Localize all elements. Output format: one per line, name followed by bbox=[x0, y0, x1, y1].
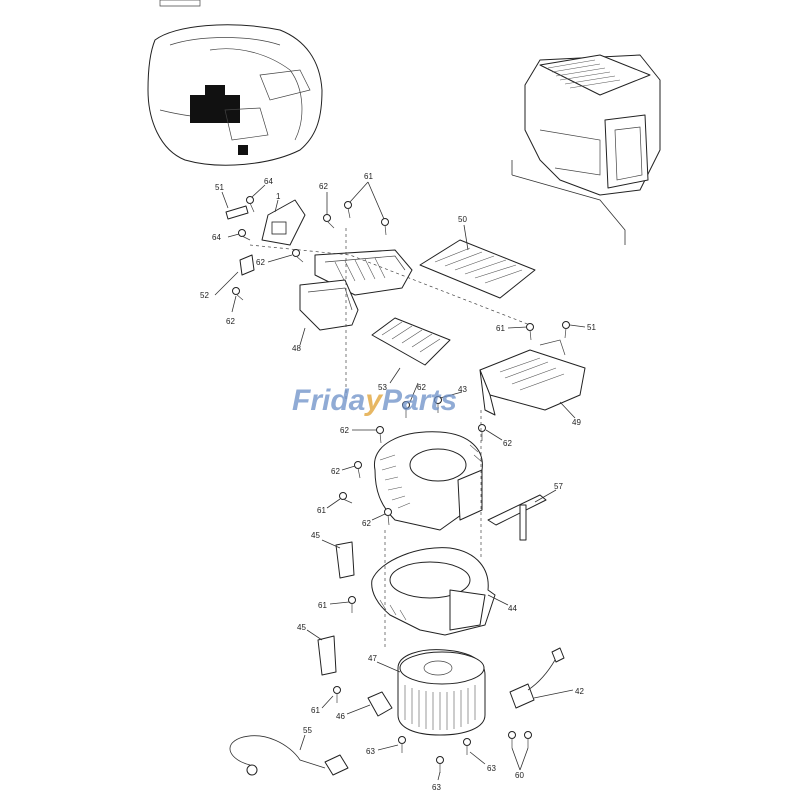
callout-50: 50 bbox=[458, 215, 467, 224]
screw-icon bbox=[381, 218, 389, 236]
screw-icon bbox=[562, 321, 570, 339]
screw-icon bbox=[376, 426, 384, 444]
callout-63: 63 bbox=[366, 747, 375, 756]
screw-icon bbox=[323, 214, 335, 229]
screw-icon bbox=[333, 686, 341, 703]
bracket-part-1 bbox=[261, 199, 306, 246]
callout-55: 55 bbox=[303, 726, 312, 735]
wire-harness-part-55 bbox=[229, 735, 349, 776]
callout-49: 49 bbox=[572, 418, 581, 427]
callout-45: 45 bbox=[311, 531, 320, 540]
screw-icon bbox=[478, 424, 486, 441]
seal-part-57 bbox=[487, 494, 547, 541]
callout-57: 57 bbox=[554, 482, 563, 491]
screw-icon bbox=[398, 736, 406, 753]
clip-icon bbox=[239, 254, 255, 276]
bracket-part-45-lower bbox=[317, 635, 337, 676]
screw-icon bbox=[434, 396, 442, 413]
callout-labels: 51 64 1 64 52 62 62 62 61 50 48 61 51 53… bbox=[200, 172, 596, 792]
callout-47: 47 bbox=[368, 654, 377, 663]
callout-62: 62 bbox=[331, 467, 340, 476]
watermark-accent: y bbox=[363, 384, 383, 417]
callout-43: 43 bbox=[458, 385, 467, 394]
callout-51: 51 bbox=[215, 183, 224, 192]
screw-icon bbox=[524, 731, 532, 748]
callout-61: 61 bbox=[364, 172, 373, 181]
callout-53: 53 bbox=[378, 383, 387, 392]
blower-motor-part-47 bbox=[397, 649, 486, 736]
bracket-part-45-upper bbox=[335, 541, 355, 579]
callout-63: 63 bbox=[487, 764, 496, 773]
screw-icon bbox=[436, 756, 444, 773]
filter-part-50 bbox=[419, 239, 536, 299]
callout-48: 48 bbox=[292, 344, 301, 353]
screw-icon bbox=[339, 492, 353, 504]
filter-part-53 bbox=[371, 317, 451, 366]
screw-icon bbox=[232, 287, 244, 301]
callout-62: 62 bbox=[319, 182, 328, 191]
svg-text:FridayParts: FridayParts bbox=[292, 384, 457, 417]
vehicle-dash-inset bbox=[147, 0, 323, 166]
screw-icon bbox=[348, 596, 356, 613]
callout-62: 62 bbox=[362, 519, 371, 528]
callout-45: 45 bbox=[297, 623, 306, 632]
callout-62: 62 bbox=[417, 383, 426, 392]
callout-62: 62 bbox=[226, 317, 235, 326]
watermark-text-2: Parts bbox=[382, 384, 457, 417]
watermark-text: Frida bbox=[292, 384, 365, 417]
callout-46: 46 bbox=[336, 712, 345, 721]
callout-62: 62 bbox=[503, 439, 512, 448]
screw-icon bbox=[344, 201, 352, 219]
watermark-logo: FridayParts bbox=[292, 384, 457, 417]
blower-housing-part-43 bbox=[374, 431, 483, 531]
screw-icon bbox=[402, 401, 410, 418]
callout-52: 52 bbox=[200, 291, 209, 300]
screw-icon bbox=[354, 461, 362, 479]
screw-icon bbox=[238, 229, 251, 241]
case-lower-part-44 bbox=[371, 547, 496, 636]
callout-61: 61 bbox=[496, 324, 505, 333]
callout-60: 60 bbox=[515, 771, 524, 780]
screw-fasteners bbox=[225, 196, 570, 773]
callout-64: 64 bbox=[264, 177, 273, 186]
screw-icon bbox=[463, 738, 471, 755]
screw-icon bbox=[526, 323, 534, 341]
hvac-module-inset bbox=[511, 54, 661, 245]
screw-icon bbox=[246, 196, 255, 213]
callout-64: 64 bbox=[212, 233, 221, 242]
connector-part-46 bbox=[367, 691, 393, 717]
case-part-49 bbox=[479, 339, 586, 416]
screw-icon bbox=[508, 731, 516, 748]
callout-62: 62 bbox=[340, 426, 349, 435]
resistor-part-42 bbox=[509, 647, 565, 709]
callout-51: 51 bbox=[587, 323, 596, 332]
screw-icon bbox=[384, 508, 392, 526]
callout-1: 1 bbox=[276, 192, 281, 201]
callout-44: 44 bbox=[508, 604, 517, 613]
callout-61: 61 bbox=[317, 506, 326, 515]
callout-63: 63 bbox=[432, 783, 441, 792]
callout-61: 61 bbox=[311, 706, 320, 715]
clip-icon bbox=[225, 205, 249, 220]
screw-icon bbox=[292, 249, 304, 263]
callout-62: 62 bbox=[256, 258, 265, 267]
leader-lines bbox=[214, 181, 586, 781]
callout-42: 42 bbox=[575, 687, 584, 696]
callout-61: 61 bbox=[318, 601, 327, 610]
case-upper-part-48 bbox=[299, 249, 413, 331]
